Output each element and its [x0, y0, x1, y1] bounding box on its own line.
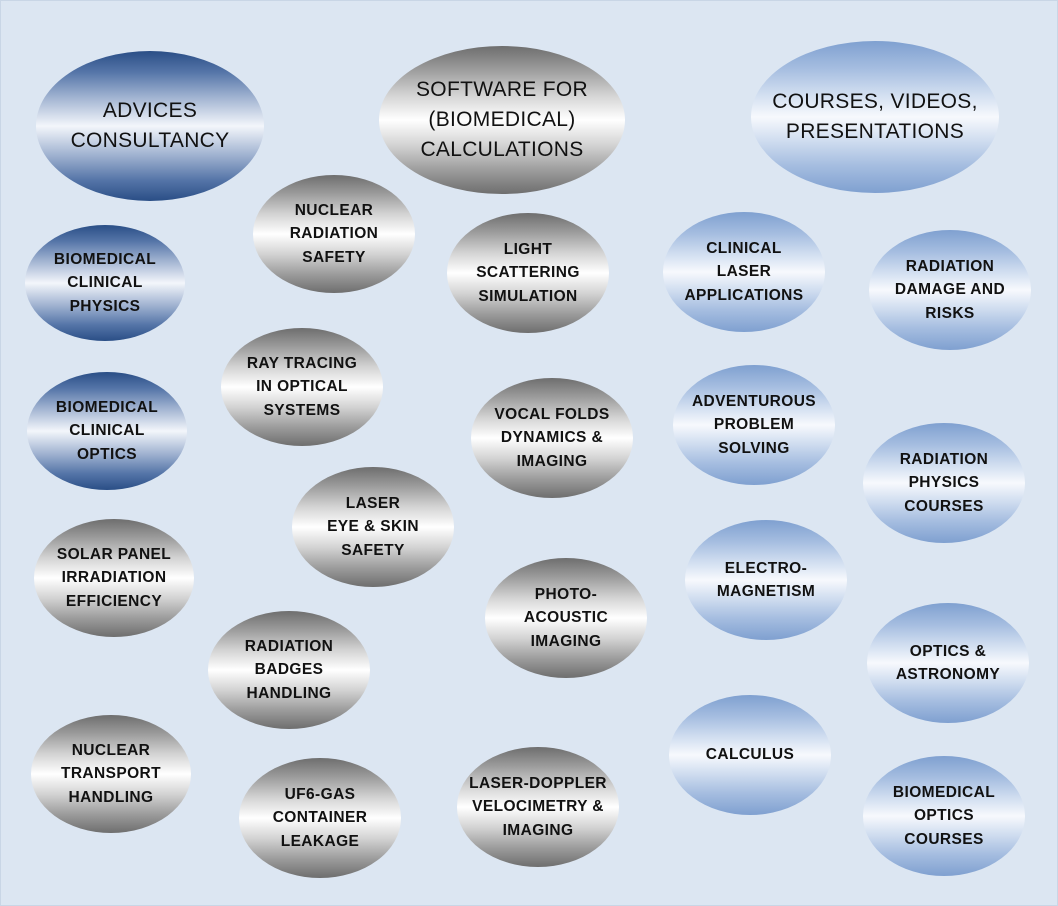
light-scattering-bubble: LIGHT SCATTERING SIMULATION [447, 213, 609, 333]
clinical-laser-label: CLINICAL LASER APPLICATIONS [684, 239, 804, 304]
advices-consultancy-header: ADVICES CONSULTANCY [36, 51, 264, 201]
biomedical-clinical-physics-label: BIOMEDICAL CLINICAL PHYSICS [53, 250, 157, 315]
courses-videos-label: COURSES, VIDEOS, PRESENTATIONS [772, 90, 978, 143]
radiation-badges-bubble: RADIATION BADGES HANDLING [208, 611, 370, 729]
nuclear-radiation-safety-bubble: NUCLEAR RADIATION SAFETY [253, 175, 415, 293]
radiation-physics-courses-label: RADIATION PHYSICS COURSES [899, 450, 989, 515]
radiation-damage-label: RADIATION DAMAGE AND RISKS [894, 257, 1006, 322]
optics-astronomy-label: OPTICS & ASTRONOMY [895, 642, 1001, 684]
software-calculations-label: SOFTWARE FOR (BIOMEDICAL) CALCULATIONS [416, 78, 588, 161]
light-scattering-label: LIGHT SCATTERING SIMULATION [476, 240, 580, 305]
electromagnetism-label: ELECTRO- MAGNETISM [716, 559, 816, 601]
calculus-label: CALCULUS [705, 746, 795, 764]
vocal-folds-bubble: VOCAL FOLDS DYNAMICS & IMAGING [471, 378, 633, 498]
biomedical-optics-courses-bubble: BIOMEDICAL OPTICS COURSES [863, 756, 1025, 876]
ray-tracing-label: RAY TRACING IN OPTICAL SYSTEMS [246, 354, 358, 419]
courses-videos-header: COURSES, VIDEOS, PRESENTATIONS [751, 41, 999, 193]
biomedical-clinical-optics-label: BIOMEDICAL CLINICAL OPTICS [55, 398, 159, 463]
ray-tracing-bubble: RAY TRACING IN OPTICAL SYSTEMS [221, 328, 383, 446]
software-calculations-header: SOFTWARE FOR (BIOMEDICAL) CALCULATIONS [379, 46, 625, 194]
radiation-damage-bubble: RADIATION DAMAGE AND RISKS [869, 230, 1031, 350]
biomedical-optics-courses-label: BIOMEDICAL OPTICS COURSES [892, 783, 996, 848]
vocal-folds-label: VOCAL FOLDS DYNAMICS & IMAGING [494, 405, 610, 470]
nuclear-radiation-safety-label: NUCLEAR RADIATION SAFETY [289, 201, 379, 266]
laser-eye-skin-bubble: LASER EYE & SKIN SAFETY [292, 467, 454, 587]
biomedical-clinical-physics-bubble: BIOMEDICAL CLINICAL PHYSICS [25, 225, 185, 341]
photo-acoustic-label: PHOTO- ACOUSTIC IMAGING [523, 585, 609, 650]
solar-panel-bubble: SOLAR PANEL IRRADIATION EFFICIENCY [34, 519, 194, 637]
nuclear-transport-label: NUCLEAR TRANSPORT HANDLING [60, 741, 162, 806]
nuclear-transport-bubble: NUCLEAR TRANSPORT HANDLING [31, 715, 191, 833]
uf6-gas-bubble: UF6-GAS CONTAINER LEAKAGE [239, 758, 401, 878]
advices-consultancy-label: ADVICES CONSULTANCY [70, 99, 230, 152]
electromagnetism-bubble: ELECTRO- MAGNETISM [685, 520, 847, 640]
calculus-bubble: CALCULUS [669, 695, 831, 815]
clinical-laser-bubble: CLINICAL LASER APPLICATIONS [663, 212, 825, 332]
radiation-physics-courses-bubble: RADIATION PHYSICS COURSES [863, 423, 1025, 543]
adventurous-problem-solving-bubble: ADVENTUROUS PROBLEM SOLVING [673, 365, 835, 485]
laser-eye-skin-label: LASER EYE & SKIN SAFETY [327, 494, 419, 559]
laser-doppler-label: LASER-DOPPLER VELOCIMETRY & IMAGING [469, 774, 607, 839]
biomedical-clinical-optics-bubble: BIOMEDICAL CLINICAL OPTICS [27, 372, 187, 490]
adventurous-problem-solving-label: ADVENTUROUS PROBLEM SOLVING [691, 392, 817, 457]
solar-panel-label: SOLAR PANEL IRRADIATION EFFICIENCY [56, 545, 172, 610]
laser-doppler-bubble: LASER-DOPPLER VELOCIMETRY & IMAGING [457, 747, 619, 867]
optics-astronomy-bubble: OPTICS & ASTRONOMY [867, 603, 1029, 723]
photo-acoustic-bubble: PHOTO- ACOUSTIC IMAGING [485, 558, 647, 678]
radiation-badges-label: RADIATION BADGES HANDLING [244, 637, 334, 702]
uf6-gas-label: UF6-GAS CONTAINER LEAKAGE [272, 785, 368, 850]
